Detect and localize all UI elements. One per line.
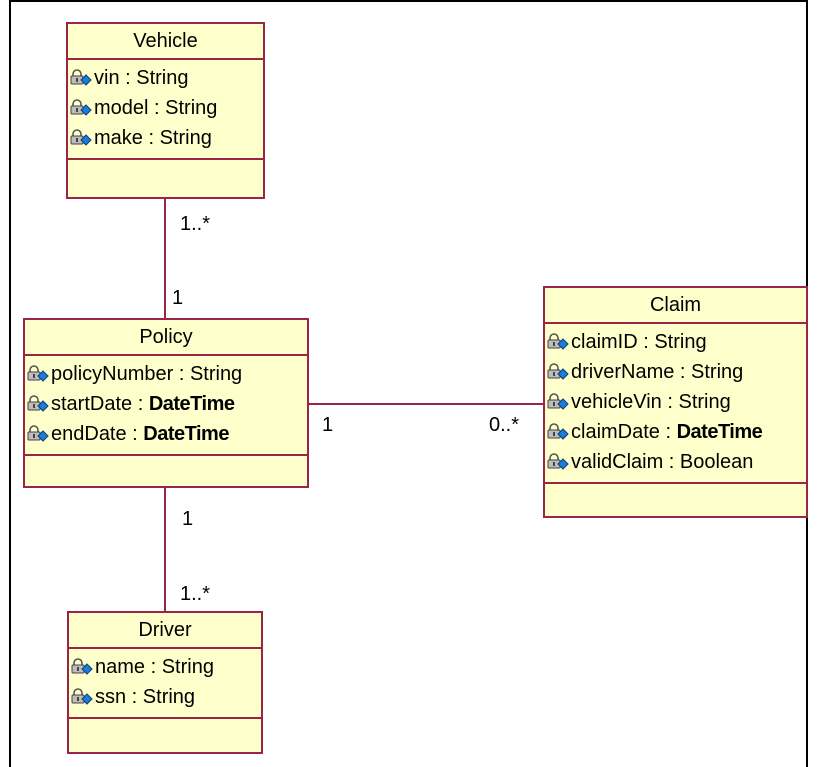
attribute-name: vehicleVin xyxy=(571,391,662,413)
attribute-name: claimDate xyxy=(571,421,660,443)
private-attribute-icon xyxy=(27,395,49,412)
private-attribute-icon xyxy=(547,393,569,410)
operation-compartment xyxy=(545,484,806,502)
private-attribute-icon xyxy=(547,453,569,470)
attribute-row[interactable]: name : String xyxy=(69,652,261,682)
operation-compartment xyxy=(69,719,261,737)
private-attribute-icon xyxy=(547,333,569,350)
attribute-type: String xyxy=(159,127,212,149)
attribute-type: String xyxy=(136,67,189,89)
attribute-type: String xyxy=(691,361,744,383)
attribute-type: DateTime xyxy=(143,423,229,445)
attribute-row[interactable]: vin : String xyxy=(68,63,263,93)
class-name: Policy xyxy=(25,320,307,356)
multiplicity-vehicle-end: 1..* xyxy=(180,213,211,235)
multiplicity-claim-end: 0..* xyxy=(489,414,520,436)
attribute-row[interactable]: vehicleVin : String xyxy=(545,387,806,417)
private-attribute-icon xyxy=(547,423,569,440)
private-attribute-icon xyxy=(70,69,92,86)
attribute-name: model xyxy=(94,97,149,119)
attribute-row[interactable]: claimDate : DateTime xyxy=(545,417,806,447)
attribute-type: DateTime xyxy=(148,393,235,415)
attribute-row[interactable]: make : String xyxy=(68,123,263,153)
multiplicity-policy-end-claim: 1 xyxy=(322,414,334,436)
private-attribute-icon xyxy=(71,658,93,675)
multiplicity-driver-end: 1..* xyxy=(180,583,211,605)
private-attribute-icon xyxy=(547,363,569,380)
attribute-name: endDate xyxy=(51,423,127,445)
attribute-row[interactable]: validClaim : Boolean xyxy=(545,447,806,477)
attribute-row[interactable]: startDate : DateTime xyxy=(25,389,307,419)
attribute-name: validClaim xyxy=(571,451,664,473)
attribute-compartment: name : String ssn : String xyxy=(69,649,261,719)
class-name: Vehicle xyxy=(68,24,263,60)
attribute-compartment: vin : String model : String make : Strin… xyxy=(68,60,263,160)
class-driver[interactable]: Driver name : String ssn : String xyxy=(67,611,263,754)
attribute-compartment: policyNumber : String startDate : DateTi… xyxy=(25,356,307,456)
attribute-name: driverName xyxy=(571,361,675,383)
attribute-name: make xyxy=(94,127,143,149)
attribute-type: String xyxy=(142,686,196,708)
attribute-compartment: claimID : String driverName : String veh… xyxy=(545,324,806,484)
attribute-type: Boolean xyxy=(679,451,754,473)
multiplicity-policy-end-vehicle: 1 xyxy=(172,287,184,309)
class-name: Driver xyxy=(69,613,261,649)
attribute-type: DateTime xyxy=(676,421,763,443)
class-vehicle[interactable]: Vehicle vin : String model : String make… xyxy=(66,22,265,199)
class-name: Claim xyxy=(545,288,806,324)
attribute-name: ssn xyxy=(95,686,127,708)
private-attribute-icon xyxy=(71,688,93,705)
attribute-name: vin xyxy=(94,67,120,89)
attribute-row[interactable]: claimID : String xyxy=(545,327,806,357)
attribute-row[interactable]: model : String xyxy=(68,93,263,123)
attribute-type: String xyxy=(165,97,218,119)
attribute-row[interactable]: policyNumber : String xyxy=(25,359,307,389)
operation-compartment xyxy=(25,456,307,474)
attribute-type: String xyxy=(654,331,707,353)
attribute-type: String xyxy=(678,391,731,413)
attribute-row[interactable]: endDate : DateTime xyxy=(25,419,307,449)
multiplicity-policy-end-driver: 1 xyxy=(182,508,194,530)
attribute-type: String xyxy=(161,656,214,678)
attribute-name: claimID xyxy=(571,331,638,353)
attribute-name: startDate xyxy=(51,393,133,415)
attribute-name: name xyxy=(95,656,146,678)
private-attribute-icon xyxy=(27,425,49,442)
class-policy[interactable]: Policy policyNumber : String startDate :… xyxy=(23,318,309,488)
attribute-type: String xyxy=(189,363,243,385)
private-attribute-icon xyxy=(27,365,49,382)
operation-compartment xyxy=(68,160,263,178)
private-attribute-icon xyxy=(70,99,92,116)
attribute-row[interactable]: driverName : String xyxy=(545,357,806,387)
attribute-name: policyNumber xyxy=(51,363,174,385)
private-attribute-icon xyxy=(70,129,92,146)
class-claim[interactable]: Claim claimID : String driverName : Stri… xyxy=(543,286,808,518)
attribute-row[interactable]: ssn : String xyxy=(69,682,261,712)
